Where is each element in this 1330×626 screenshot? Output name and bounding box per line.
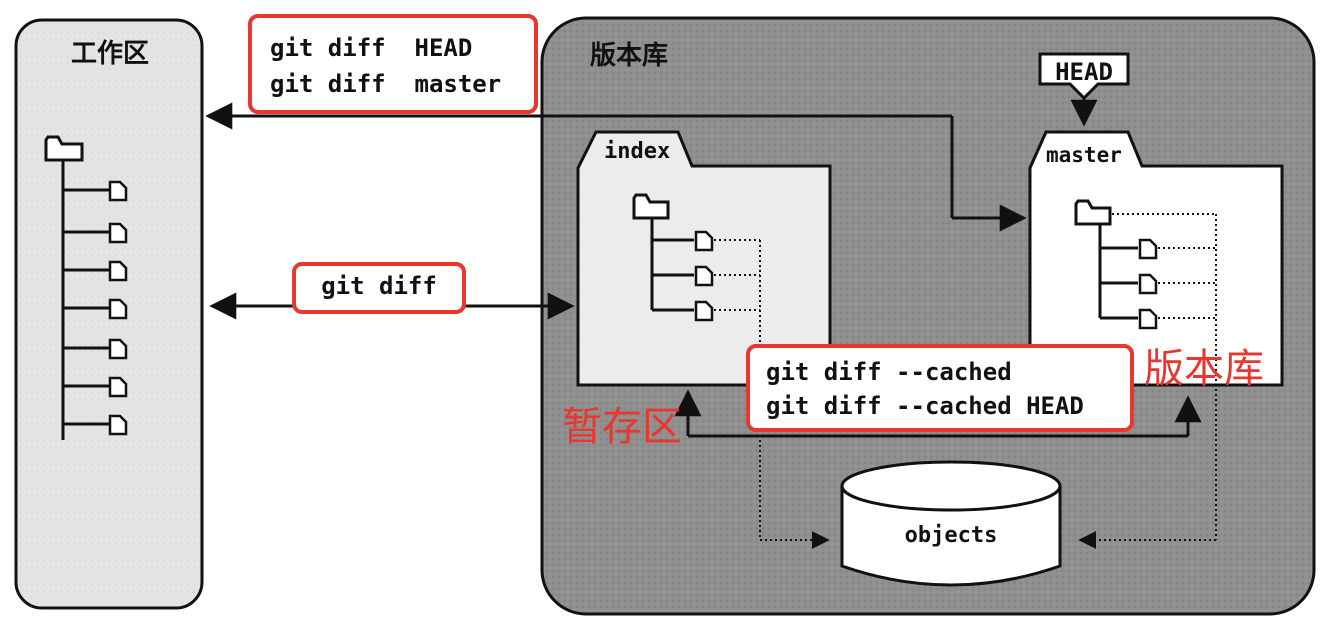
file-icon bbox=[108, 414, 128, 436]
repository-title: 版本库 bbox=[589, 41, 668, 71]
command-box-cached: git diff --cached git diff --cached HEAD bbox=[746, 344, 1134, 432]
command-git-diff-cached-head: git diff --cached HEAD bbox=[766, 392, 1084, 420]
command-git-diff: git diff bbox=[321, 272, 437, 300]
file-icon bbox=[1138, 308, 1158, 330]
master-file-icons bbox=[1138, 238, 1158, 330]
index-folder-icon bbox=[632, 193, 670, 220]
master-object-links bbox=[1078, 213, 1217, 549]
workspace-title: 工作区 bbox=[71, 39, 149, 69]
workspace-folder-icon bbox=[44, 135, 84, 162]
command-git-diff-master: git diff master bbox=[270, 70, 501, 98]
annotation-staging: 暂存区 bbox=[562, 404, 682, 450]
arrow-head-to-workspace bbox=[205, 102, 1027, 232]
command-box-diff: git diff bbox=[292, 262, 466, 314]
command-git-diff-head: git diff HEAD bbox=[270, 34, 472, 62]
command-git-diff-cached: git diff --cached bbox=[766, 358, 1012, 386]
file-icon bbox=[1138, 238, 1158, 260]
file-icon bbox=[108, 222, 128, 244]
file-icon bbox=[694, 265, 714, 287]
file-icon bbox=[108, 180, 128, 202]
file-icon bbox=[108, 298, 128, 320]
file-icon bbox=[108, 338, 128, 360]
master-file-tree bbox=[1098, 225, 1138, 320]
file-icon bbox=[108, 260, 128, 282]
master-folder-icon bbox=[1074, 199, 1112, 226]
file-icon bbox=[108, 376, 128, 398]
index-file-tree bbox=[650, 215, 694, 312]
master-label: master bbox=[1046, 143, 1122, 167]
file-icon bbox=[694, 300, 714, 322]
objects-label: objects bbox=[905, 523, 998, 548]
workspace-file-tree bbox=[61, 160, 110, 440]
head-label: HEAD bbox=[1055, 58, 1113, 86]
head-pointer: HEAD bbox=[1038, 52, 1130, 127]
file-icon bbox=[694, 230, 714, 252]
annotation-repository: 版本库 bbox=[1144, 346, 1264, 392]
file-icon bbox=[1138, 273, 1158, 295]
workspace-file-icons bbox=[108, 180, 128, 436]
index-label: index bbox=[604, 139, 670, 164]
command-box-head: git diff HEAD git diff master bbox=[248, 14, 538, 114]
arrow-index-master bbox=[674, 389, 1202, 438]
objects-store: objects bbox=[840, 460, 1062, 587]
index-file-icons bbox=[694, 230, 714, 322]
